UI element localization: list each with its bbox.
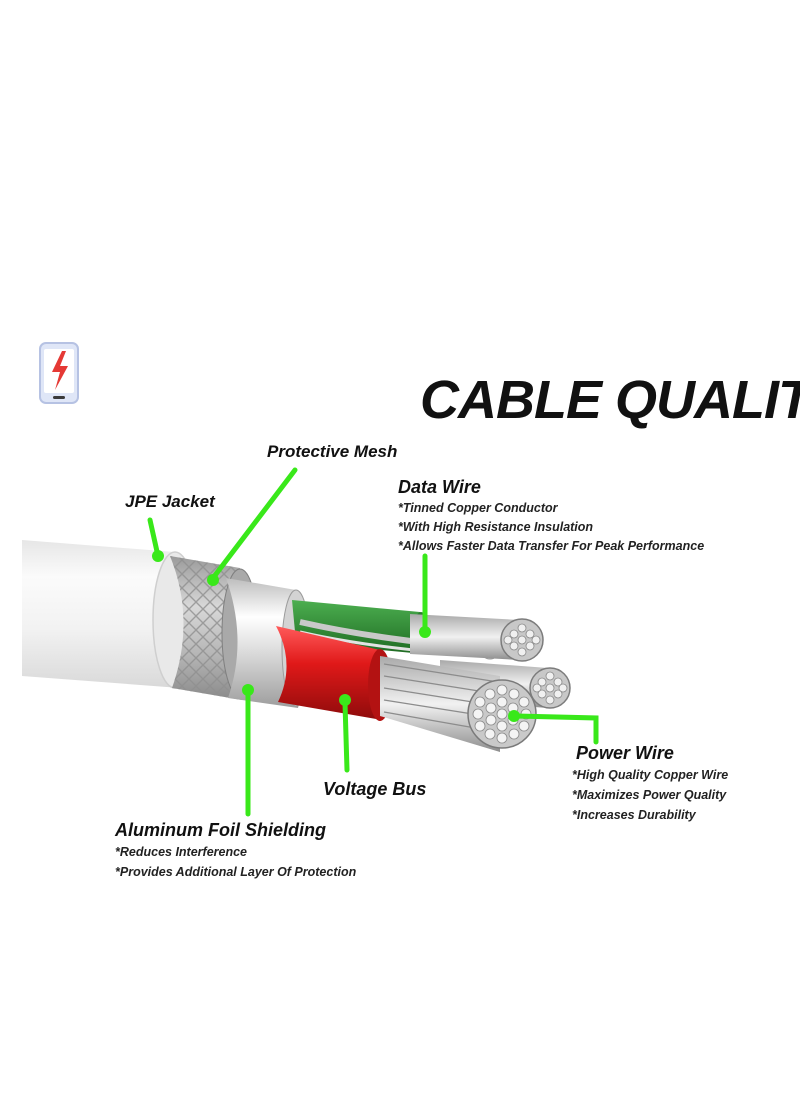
power-wire-bullet: *Increases Durability bbox=[572, 808, 697, 822]
voltage-bus-label: Voltage Bus bbox=[323, 779, 426, 799]
aluminum-foil-bullet: *Reduces Interference bbox=[115, 845, 247, 859]
aluminum-foil-callout: Aluminum Foil Shielding *Reduces Interfe… bbox=[114, 820, 357, 879]
aluminum-foil-dot bbox=[242, 684, 254, 696]
jpe-jacket-label: JPE Jacket bbox=[125, 492, 216, 511]
power-wire-callout: Power Wire *High Quality Copper Wire *Ma… bbox=[572, 743, 728, 822]
callout-dots bbox=[152, 550, 520, 722]
logo bbox=[39, 342, 79, 404]
callout-lines bbox=[147, 467, 599, 817]
protective-mesh-leader bbox=[210, 467, 298, 581]
data-wire-bullet: *With High Resistance Insulation bbox=[398, 520, 593, 534]
aluminum-foil-bullet: *Provides Additional Layer Of Protection bbox=[115, 865, 357, 879]
protective-mesh-label: Protective Mesh bbox=[267, 442, 397, 461]
data-wire-dot bbox=[419, 626, 431, 638]
data-wire-callout: Data Wire *Tinned Copper Conductor *With… bbox=[398, 477, 704, 553]
power-wire-leader bbox=[513, 713, 599, 745]
aluminum-foil-label: Aluminum Foil Shielding bbox=[114, 820, 326, 840]
page-title: CABLE QUALITY bbox=[420, 370, 800, 430]
data-wire-label: Data Wire bbox=[398, 477, 481, 497]
power-wire-label: Power Wire bbox=[576, 743, 674, 763]
power-wire-bullet: *Maximizes Power Quality bbox=[572, 788, 727, 802]
data-wire-bullet: *Allows Faster Data Transfer For Peak Pe… bbox=[398, 539, 704, 553]
data-wire-bullet: *Tinned Copper Conductor bbox=[398, 501, 559, 515]
protective-mesh-dot bbox=[207, 574, 219, 586]
phone-charging-icon bbox=[39, 342, 79, 404]
jpe-jacket-layer bbox=[22, 540, 198, 689]
voltage-bus-dot bbox=[339, 694, 351, 706]
power-wire-bullet: *High Quality Copper Wire bbox=[572, 768, 728, 782]
voltage-bus-leader bbox=[342, 700, 350, 773]
cable-illustration bbox=[22, 540, 571, 752]
jpe-jacket-leader bbox=[147, 517, 161, 559]
power-wire-strands bbox=[380, 656, 537, 752]
jpe-jacket-dot bbox=[152, 550, 164, 562]
power-wire-dot bbox=[508, 710, 520, 722]
